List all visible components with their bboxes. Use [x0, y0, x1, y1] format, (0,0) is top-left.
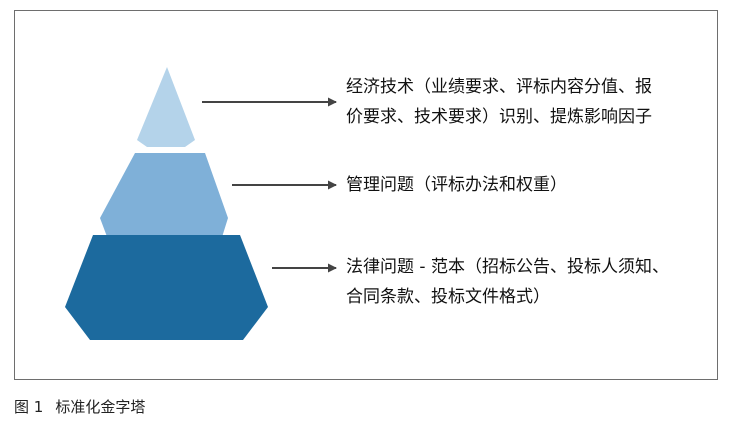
- label-middle-tier-line-1: 管理问题（评标办法和权重）: [346, 175, 567, 195]
- figure-frame: [14, 10, 718, 380]
- figure-number: 图 1: [14, 398, 44, 416]
- pyramid-middle-tier: [100, 153, 228, 250]
- pyramid-bottom-tier: [65, 235, 268, 340]
- label-bottom-tier-line-2: 合同条款、投标文件格式）: [346, 287, 550, 307]
- label-top-tier: 经济技术（业绩要求、评标内容分值、报 价要求、技术要求）识别、提炼影响因子: [346, 72, 652, 132]
- figure-caption: 图 1 标准化金字塔: [14, 396, 145, 417]
- label-bottom-tier: 法律问题 - 范本（招标公告、投标人须知、 合同条款、投标文件格式）: [346, 252, 669, 312]
- pyramid-top-tier: [137, 67, 195, 147]
- figure-title: 标准化金字塔: [55, 398, 146, 416]
- label-middle-tier: 管理问题（评标办法和权重）: [346, 170, 567, 200]
- label-top-tier-line-1: 经济技术（业绩要求、评标内容分值、报: [346, 77, 652, 97]
- label-bottom-tier-line-1: 法律问题 - 范本（招标公告、投标人须知、: [346, 257, 669, 277]
- label-top-tier-line-2: 价要求、技术要求）识别、提炼影响因子: [346, 107, 652, 127]
